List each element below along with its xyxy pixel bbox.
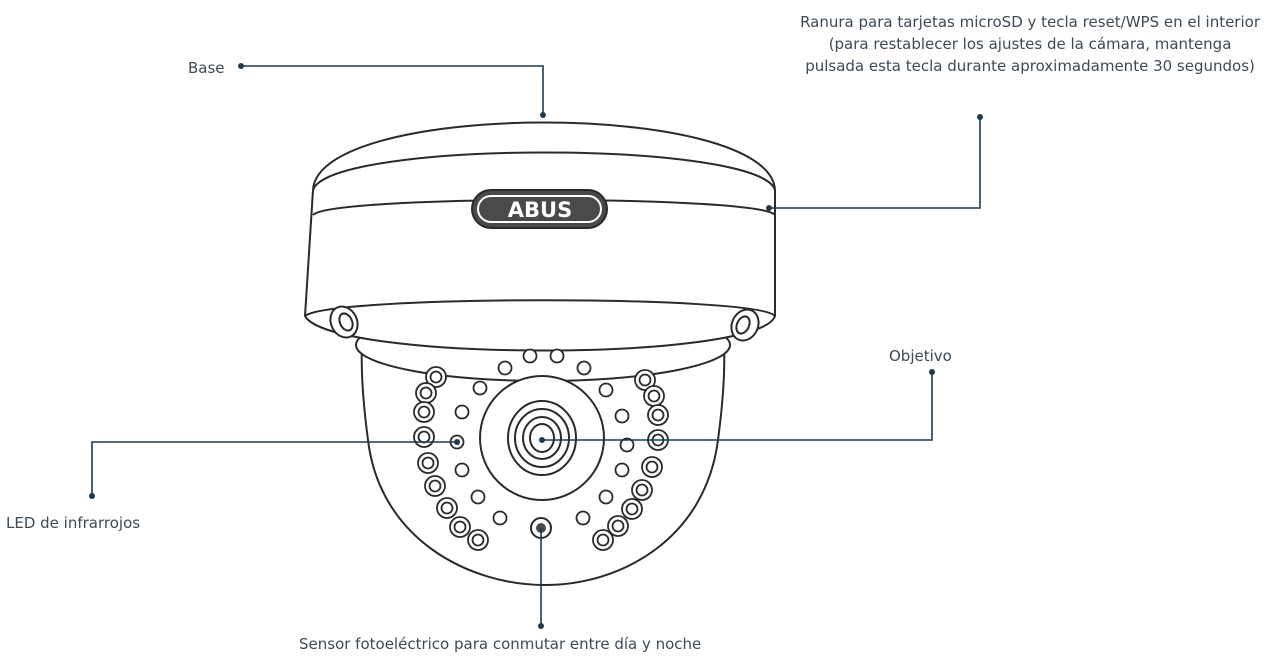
ir-led-inner — [454, 404, 470, 420]
ir-led-inner — [472, 380, 488, 396]
leader-line-base — [241, 65, 544, 115]
ir-led-outer — [428, 479, 442, 493]
ir-led-inner — [470, 489, 486, 505]
leader-dots — [89, 63, 983, 629]
ir-led-inner — [454, 462, 470, 478]
leader-line-slot — [769, 117, 981, 209]
leader-lines — [91, 65, 981, 626]
label-microsd-slot-line-3: pulsada esta tecla durante aproximadamen… — [805, 57, 1255, 75]
ir-led-outer — [429, 370, 443, 384]
ir-led-outer — [611, 519, 625, 533]
label-base: Base — [188, 59, 225, 77]
ir-led-inner — [522, 348, 538, 364]
label-photo-sensor: Sensor fotoeléctrico para conmutar entre… — [299, 635, 702, 653]
screw-hole-left — [329, 305, 359, 339]
ir-led-inner — [598, 489, 614, 505]
ir-led-outer — [638, 373, 652, 387]
ir-led-inner — [492, 510, 508, 526]
ir-led-outer — [625, 502, 639, 516]
ir-led-outer — [645, 460, 659, 474]
leader-line-objetivo — [542, 372, 933, 441]
ir-led-outer — [417, 405, 431, 419]
leader-line-led — [91, 441, 457, 496]
ir-led-inner — [619, 437, 635, 453]
ir-led-inner — [549, 348, 565, 364]
label-ir-led: LED de infrarrojos — [6, 514, 141, 532]
ir-led-outer — [635, 483, 649, 497]
ir-led-outer — [651, 408, 665, 422]
ir-led-inner — [614, 408, 630, 424]
label-microsd-slot-line-2: (para restablecer los ajustes de la cáma… — [828, 35, 1232, 53]
svg-text:ABUS: ABUS — [508, 198, 572, 222]
label-microsd-slot: Ranura para tarjetas microSD y tecla res… — [800, 11, 1260, 77]
ir-led-inner — [575, 510, 591, 526]
screw-hole-right — [730, 308, 760, 342]
housing-top-ring — [312, 151, 775, 191]
ir-led-inner — [576, 360, 592, 376]
ir-led-outer — [453, 520, 467, 534]
ir-led-outer — [596, 533, 610, 547]
label-microsd-slot-line-1: Ranura para tarjetas microSD y tecla res… — [800, 13, 1260, 31]
ir-led-inner — [614, 462, 630, 478]
ir-led-inner — [497, 360, 513, 376]
ir-led-array — [413, 348, 669, 551]
ir-led-outer — [421, 456, 435, 470]
abus-logo: ABUS — [471, 189, 608, 229]
ir-led-inner — [598, 382, 614, 398]
label-objetivo: Objetivo — [889, 347, 952, 365]
housing: ABUS — [303, 121, 776, 352]
ir-led-outer — [471, 533, 485, 547]
ir-led-outer — [440, 501, 454, 515]
housing-body — [303, 121, 776, 352]
ir-led-outer — [647, 389, 661, 403]
ir-led-outer — [417, 430, 431, 444]
ir-led-outer — [419, 386, 433, 400]
